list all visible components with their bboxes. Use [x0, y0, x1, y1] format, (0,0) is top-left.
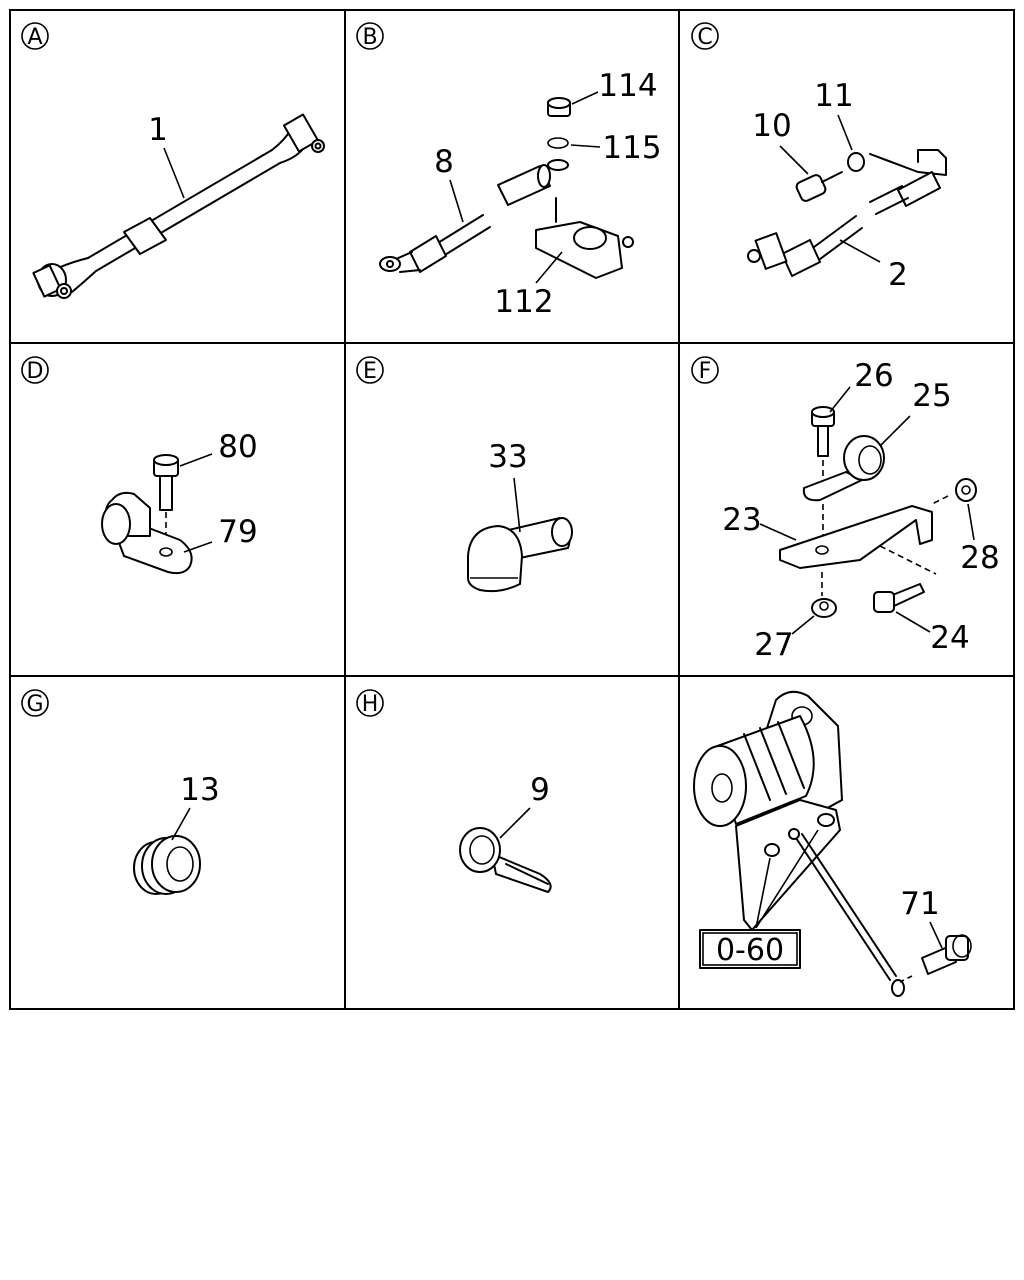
svg-text:114: 114	[598, 68, 657, 104]
svg-text:26: 26	[854, 358, 893, 394]
svg-text:71: 71	[900, 886, 939, 922]
panel-f: F 26 25	[691, 356, 1000, 663]
terminal-cover-drawing	[467, 517, 573, 593]
cable-terminal-drawing	[747, 149, 947, 277]
svg-text:28: 28	[960, 540, 999, 576]
svg-text:0-60: 0-60	[716, 933, 784, 968]
panel-letter-g: G	[21, 689, 49, 717]
clip-and-bolt-drawing	[101, 454, 193, 575]
panel-c: C 10 11 2	[691, 22, 947, 293]
panel-g: G 13	[21, 689, 220, 895]
callout-9: 9	[499, 772, 550, 839]
svg-text:1: 1	[148, 112, 168, 148]
callout-71: 71	[900, 886, 943, 949]
callout-2: 2	[839, 239, 908, 293]
panel-letter-d: D	[21, 356, 49, 384]
svg-text:112: 112	[494, 284, 553, 320]
svg-text:E: E	[363, 359, 377, 384]
svg-text:8: 8	[434, 144, 454, 180]
svg-text:27: 27	[754, 627, 793, 663]
svg-text:A: A	[27, 25, 42, 50]
svg-text:33: 33	[488, 439, 527, 475]
callout-27: 27	[754, 615, 815, 663]
grommet-drawing	[133, 835, 201, 895]
svg-text:24: 24	[930, 620, 969, 656]
panel-b: B 114 115 8	[356, 22, 662, 320]
svg-text:10: 10	[752, 108, 791, 144]
panel-h: H 9	[356, 689, 552, 893]
callout-8: 8	[434, 144, 464, 223]
callout-1: 1	[148, 112, 185, 199]
panel-letter-h: H	[356, 689, 384, 717]
svg-text:G: G	[26, 692, 43, 717]
battery-cable-drawing	[32, 113, 325, 299]
callout-24: 24	[895, 611, 970, 656]
svg-text:2: 2	[888, 257, 908, 293]
panel-letter-f: F	[691, 356, 719, 384]
ring-terminal-drawing	[459, 827, 552, 893]
svg-text:D: D	[27, 359, 44, 384]
svg-text:25: 25	[912, 378, 951, 414]
svg-text:115: 115	[602, 130, 661, 166]
callout-26: 26	[829, 358, 894, 413]
callout-33: 33	[488, 439, 528, 533]
callout-80: 80	[179, 429, 258, 467]
svg-text:80: 80	[218, 429, 257, 465]
cable-and-terminal-drawing	[379, 97, 634, 279]
panel-starter: 0-60 71	[693, 690, 972, 997]
callout-25: 25	[879, 378, 952, 447]
panel-e: E 33	[356, 356, 573, 593]
svg-text:B: B	[362, 25, 377, 50]
callout-79: 79	[183, 514, 258, 553]
panel-a: A 1	[21, 22, 325, 299]
bracket-assembly-drawing	[779, 406, 977, 618]
panel-letter-e: E	[356, 356, 384, 384]
panel-letter-a: A	[21, 22, 49, 50]
callout-13: 13	[171, 772, 220, 841]
callout-115: 115	[570, 130, 662, 166]
svg-text:F: F	[699, 359, 712, 384]
svg-text:23: 23	[722, 502, 761, 538]
panel-d: D 80 79	[21, 356, 258, 575]
callout-10: 10	[752, 108, 809, 175]
callout-28: 28	[960, 503, 1000, 576]
reference-box-0-60: 0-60	[699, 929, 801, 969]
svg-text:H: H	[362, 692, 379, 717]
panel-letter-c: C	[691, 22, 719, 50]
callout-114: 114	[571, 68, 658, 105]
svg-text:C: C	[697, 25, 712, 50]
svg-text:13: 13	[180, 772, 219, 808]
callout-23: 23	[722, 502, 797, 541]
panel-grid	[9, 9, 1015, 1010]
callout-112: 112	[494, 251, 563, 320]
svg-text:9: 9	[530, 772, 550, 808]
svg-text:79: 79	[218, 514, 257, 550]
callout-11: 11	[814, 78, 854, 151]
svg-text:11: 11	[814, 78, 853, 114]
panel-letter-b: B	[356, 22, 384, 50]
starter-motor-drawing	[693, 690, 972, 997]
